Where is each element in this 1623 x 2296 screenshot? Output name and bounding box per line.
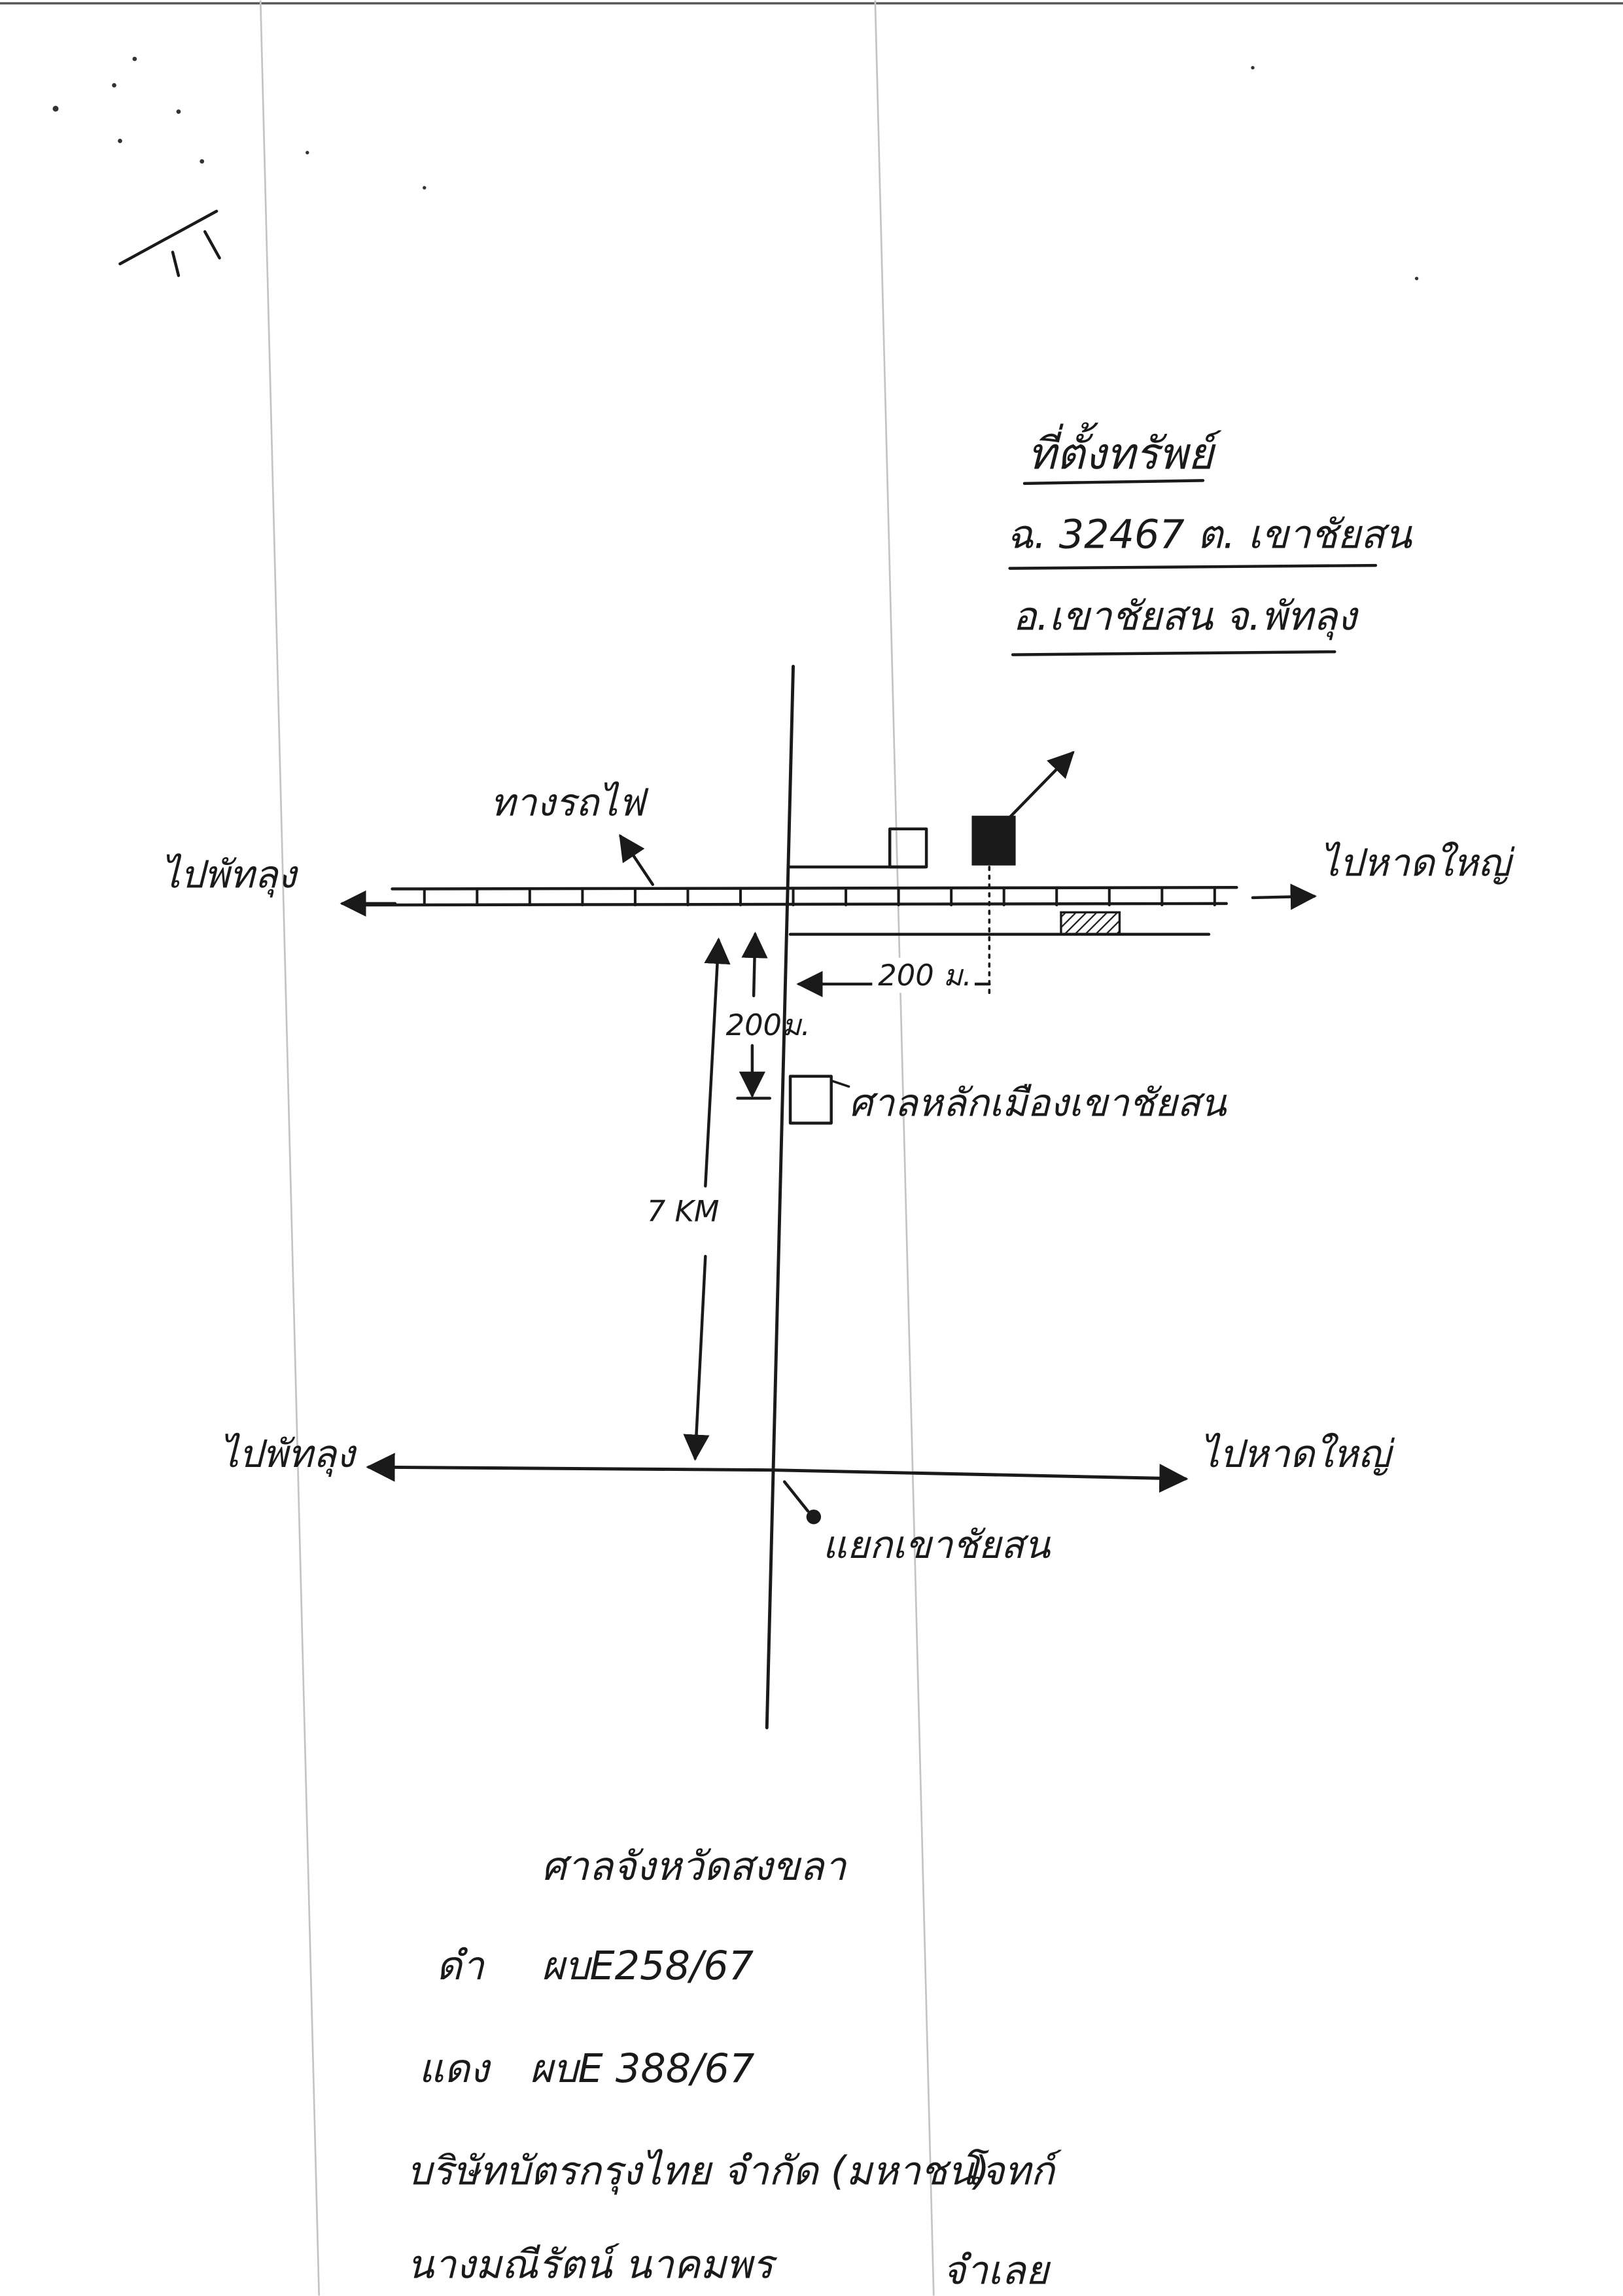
junction-label: แยกเขาชัยสน (822, 1523, 1051, 1567)
plaintiff-role: โจทก์ (960, 2148, 1062, 2194)
arrow-to-hatyai-top (1251, 883, 1317, 910)
highway-right-arrow (771, 1464, 1189, 1493)
red-case-number: ผบE 388/67 (530, 2046, 755, 2092)
title-underline (1022, 479, 1205, 486)
plaintiff-name: บริษัทบัตรกรุงไทย จำกัด (มหาชน) (407, 2148, 990, 2195)
vertical-road (765, 665, 795, 1729)
junction-pointer (782, 1480, 810, 1513)
neighbor-building (888, 827, 928, 869)
landmark-pointer (829, 1079, 850, 1088)
deed-line: ฉ. 32467 ต. เขาชัยสน (1007, 512, 1413, 557)
landmark-label: ศาลหลักเมืองเขาชัยสน (849, 1080, 1227, 1125)
map-title: ที่ตั้งทรัพย์ (1027, 421, 1221, 479)
highway-left-arrow (366, 1453, 775, 1482)
court-name: ศาลจังหวัดสงขลา (542, 1844, 848, 1890)
hatched-plot (1060, 911, 1121, 936)
distance-junction-label: 7 KM (647, 1193, 720, 1228)
stamp-stroke (118, 209, 221, 277)
label-to-hatyai-top: ไปหาดใหญ่ (1320, 840, 1515, 885)
defendant-name: นางมณีรัตน์ นาคมพร (407, 2242, 778, 2288)
distance-vertical-arrow-up (741, 931, 768, 998)
label-to-hatyai-bottom: ไปหาดใหญ่ (1200, 1432, 1395, 1476)
railway-rail-bottom (349, 902, 1228, 907)
property-building (971, 815, 1016, 866)
distance-horizontal-label-bg (872, 957, 975, 993)
label-to-phatthalung-top: ไปพัทลุง (161, 852, 298, 898)
railway-label: ทางรถไฟ (490, 781, 649, 825)
red-case-label: แดง (419, 2046, 491, 2092)
scan-specks (52, 56, 1419, 281)
distance-vertical-label: 200ม. (726, 1008, 811, 1042)
railway-label-arrow (619, 834, 655, 887)
fold-line-left (259, 0, 321, 2296)
railway-ties (423, 887, 1216, 907)
railway (349, 886, 1238, 907)
landmark-box (788, 1074, 833, 1125)
district-line: อ.เขาชัยสน จ.พัทลุง (1013, 594, 1359, 641)
defendant-role: จำเลย (943, 2248, 1051, 2294)
district-underline (1011, 650, 1336, 656)
black-case-number: ผบE258/67 (542, 1943, 754, 1989)
junction-dot (806, 1510, 822, 1525)
black-case-label: ดำ (436, 1943, 485, 1989)
distance-junction-arrow-down (683, 1254, 710, 1461)
distance-horizontal-label: 200 ม. (878, 958, 971, 993)
deed-underline (1008, 563, 1378, 570)
fold-line-right (874, 0, 935, 2296)
distance-junction-arrow-up (704, 937, 731, 1188)
property-pointer-arrow (1008, 751, 1075, 819)
label-to-phatthalung-bottom: ไปพัทลุง (220, 1432, 357, 1477)
railway-rail-top (391, 886, 1238, 891)
